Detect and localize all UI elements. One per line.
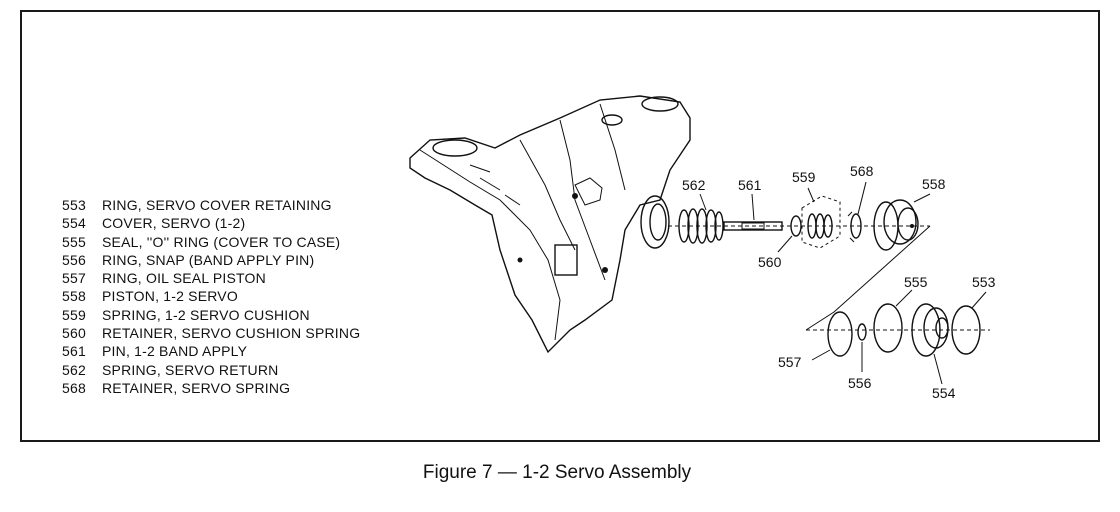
callout-556: 556 — [848, 375, 872, 391]
callout-562: 562 — [682, 177, 706, 193]
callout-558: 558 — [922, 176, 946, 192]
cushion-spring-icon — [801, 195, 841, 249]
cover-retaining-ring-icon — [951, 305, 981, 355]
servo-return-spring-icon — [678, 208, 724, 244]
callout-560: 560 — [758, 254, 782, 270]
servo-piston-icon — [873, 199, 919, 251]
callout-555: 555 — [904, 274, 928, 290]
cushion-spring-retainer-icon — [790, 215, 802, 237]
callout-559: 559 — [792, 169, 816, 185]
band-apply-pin-icon — [723, 221, 783, 231]
figure-frame — [20, 10, 1100, 442]
transmission-case-icon — [409, 95, 691, 354]
exploded-view-illustration: 562 561 559 568 558 560 555 553 557 556 … — [409, 95, 996, 401]
callout-557: 557 — [778, 354, 802, 370]
callout-561: 561 — [738, 177, 762, 193]
callout-553: 553 — [972, 274, 996, 290]
oil-seal-ring-icon — [827, 311, 853, 357]
servo-cover-icon — [911, 303, 949, 357]
figure-caption: Figure 7 — 1-2 Servo Assembly — [422, 462, 692, 483]
servo-spring-retainer-icon — [847, 211, 862, 243]
callout-568: 568 — [850, 163, 874, 179]
o-ring-seal-icon — [873, 303, 903, 353]
snap-ring-icon — [857, 323, 867, 341]
callout-554: 554 — [932, 385, 956, 401]
